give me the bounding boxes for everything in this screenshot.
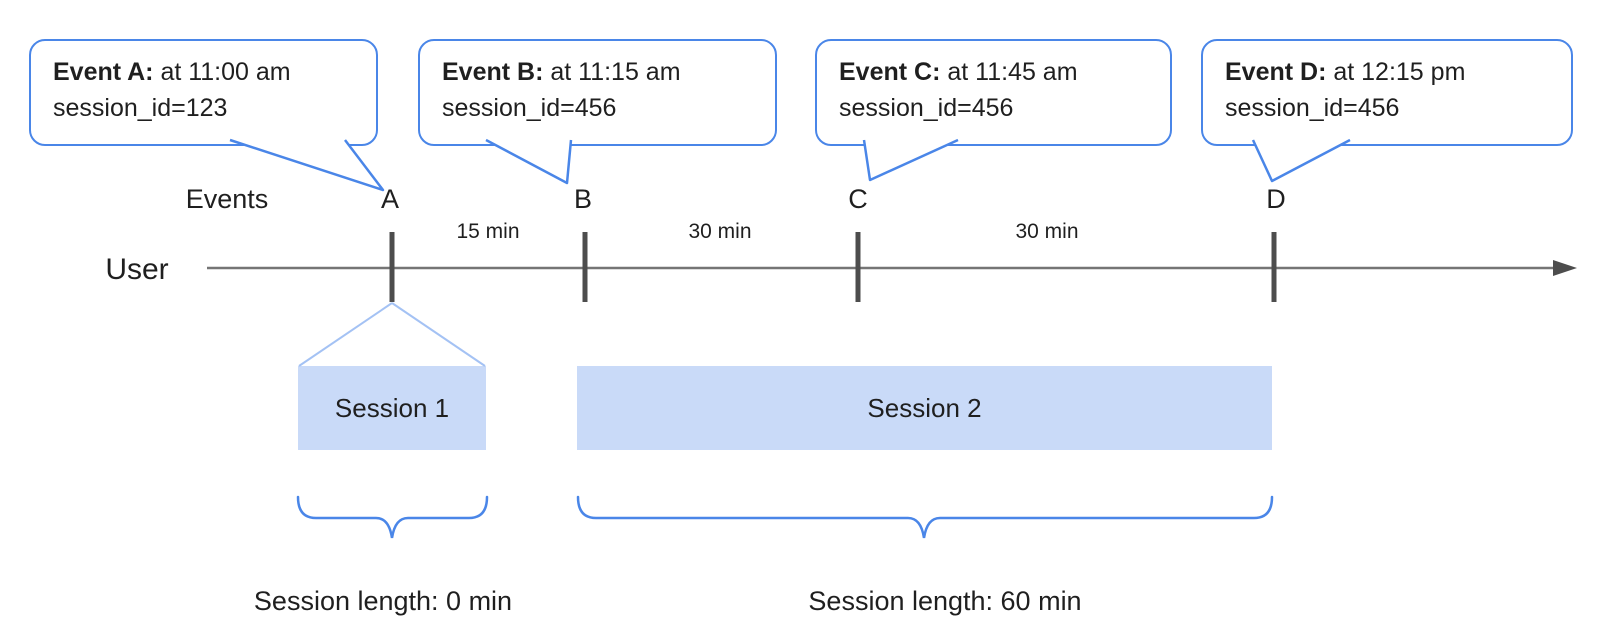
user-row-label: User xyxy=(105,253,169,286)
event-marker-a: A xyxy=(380,184,400,214)
callout-tail-c xyxy=(862,138,959,182)
session-1-funnel-left-line xyxy=(298,302,393,367)
callout-event-d: Event D: at 12:15 pm session_id=456 xyxy=(1201,39,1573,146)
event-c-time: at 11:45 am xyxy=(947,58,1078,86)
event-d-time: at 12:15 pm xyxy=(1333,58,1466,86)
session-1-label: Session 1 xyxy=(334,392,450,423)
session-1-funnel-right-line xyxy=(391,302,486,367)
callout-event-b: Event B: at 11:15 am session_id=456 xyxy=(418,39,777,146)
event-d-session-id: session_id=456 xyxy=(1225,94,1400,122)
callout-event-b-line1: Event B: at 11:15 am xyxy=(442,54,775,90)
event-c-session-id: session_id=456 xyxy=(839,94,1014,122)
interval-a-b-label: 15 min xyxy=(456,220,520,243)
event-a-session-id: session_id=123 xyxy=(53,94,228,122)
event-c-title: Event C: xyxy=(839,58,941,86)
event-d-title: Event D: xyxy=(1225,58,1327,86)
event-marker-d: D xyxy=(1266,184,1286,214)
session-2-brace xyxy=(576,495,1274,539)
callout-event-d-line1: Event D: at 12:15 pm xyxy=(1225,54,1571,90)
interval-c-d-label: 30 min xyxy=(1015,220,1079,243)
callout-tail-d xyxy=(1251,138,1351,183)
event-b-time: at 11:15 am xyxy=(550,58,681,86)
event-a-title: Event A: xyxy=(53,58,154,86)
interval-b-c-label: 30 min xyxy=(688,220,752,243)
session-2-box: Session 2 xyxy=(577,366,1272,450)
callout-event-a-line1: Event A: at 11:00 am xyxy=(53,54,376,90)
session-1-box: Session 1 xyxy=(298,366,486,450)
callout-event-a: Event A: at 11:00 am session_id=123 xyxy=(29,39,378,146)
session-1-length-label: Session length: 0 min xyxy=(253,586,513,616)
callout-event-c-line1: Event C: at 11:45 am xyxy=(839,54,1170,90)
session-2-label: Session 2 xyxy=(867,392,982,423)
callout-tail-b xyxy=(485,138,573,185)
timeline-arrowhead-icon xyxy=(1553,260,1577,276)
events-row-label: Events xyxy=(185,184,269,214)
event-marker-b: B xyxy=(573,184,593,214)
callout-tail-a xyxy=(229,138,385,192)
event-b-title: Event B: xyxy=(442,58,544,86)
event-b-session-id: session_id=456 xyxy=(442,94,617,122)
callout-event-c: Event C: at 11:45 am session_id=456 xyxy=(815,39,1172,146)
event-a-time: at 11:00 am xyxy=(160,58,291,86)
event-marker-c: C xyxy=(848,184,868,214)
session-1-brace xyxy=(296,495,489,539)
session-2-length-label: Session length: 60 min xyxy=(808,586,1082,616)
